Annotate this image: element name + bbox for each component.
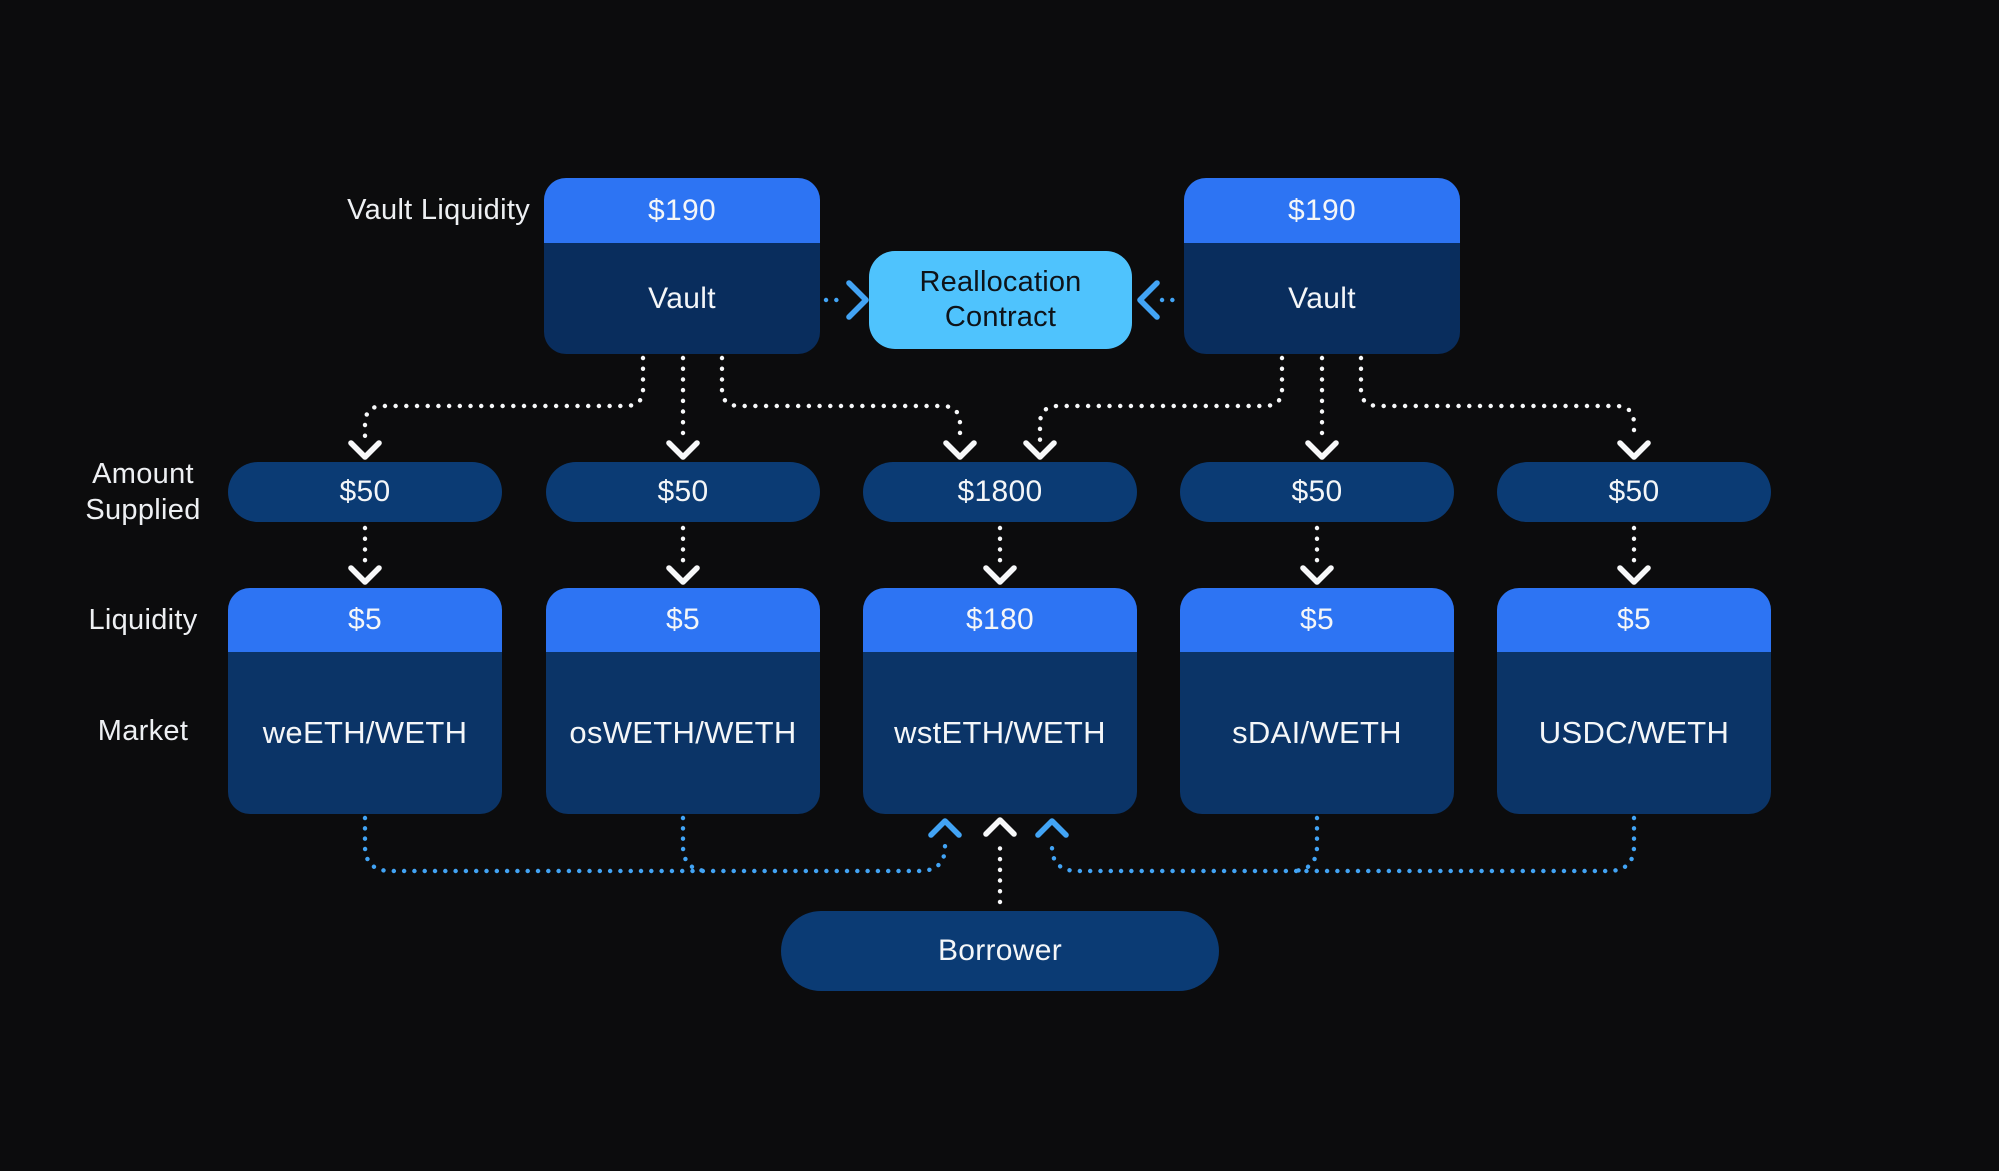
market-name: osWETH/WETH: [546, 652, 820, 814]
arrow-down-icon: [1305, 440, 1339, 460]
arrow-down-icon: [666, 565, 700, 585]
market-name: weETH/WETH: [228, 652, 502, 814]
vault-left-liquidity-value: $190: [544, 178, 820, 243]
arrow-down-icon: [983, 565, 1017, 585]
right-vault-to-amount3-line: [1037, 355, 1285, 443]
market-liquidity-value: $5: [228, 588, 502, 652]
label-liquidity: Liquidity: [88, 604, 198, 636]
arrow-down-icon: [348, 440, 382, 460]
amount-supplied-pill-3: $1800: [863, 462, 1137, 522]
amount-supplied-pill-2: $50: [546, 462, 820, 522]
market-name: sDAI/WETH: [1180, 652, 1454, 814]
arrow-down-icon: [1617, 565, 1651, 585]
label-market: Market: [97, 715, 189, 747]
market-liquidity-value: $5: [1180, 588, 1454, 652]
market4-merge-line: [1288, 815, 1320, 874]
market-liquidity-value: $5: [1497, 588, 1771, 652]
arrow-down-icon: [943, 440, 977, 460]
label-vault-liquidity: Vault Liquidity: [347, 194, 530, 226]
market5-to-market3-line: [1049, 815, 1637, 874]
arrow-down-icon: [348, 565, 382, 585]
market-box-osweth-weth: $5 osWETH/WETH: [546, 588, 820, 814]
market1-to-market3-line: [362, 815, 948, 874]
amount-supplied-pill-1: $50: [228, 462, 502, 522]
vault-left-name: Vault: [544, 243, 820, 354]
market-box-weeth-weth: $5 weETH/WETH: [228, 588, 502, 814]
vault-right-liquidity-value: $190: [1184, 178, 1460, 243]
arrow-down-icon: [1617, 440, 1651, 460]
arrow-right-icon: [846, 280, 869, 320]
white-arrowheads: [348, 440, 1651, 837]
arrow-up-icon: [928, 818, 962, 838]
reallocation-contract-box: Reallocation Contract: [869, 251, 1132, 349]
white-dotted-lines: [362, 355, 1637, 905]
vault-right-box: $190 Vault: [1184, 178, 1460, 354]
arrow-down-icon: [1023, 440, 1057, 460]
market-liquidity-value: $5: [546, 588, 820, 652]
arrow-left-icon: [1137, 280, 1160, 320]
market2-merge-line: [680, 815, 712, 874]
arrow-down-icon: [666, 440, 700, 460]
left-vault-to-amount1-line: [362, 355, 646, 443]
blue-arrowheads: [846, 280, 1160, 838]
borrower-pill: Borrower: [781, 911, 1219, 991]
arrow-down-icon: [1300, 565, 1334, 585]
market-box-wsteth-weth: $180 wstETH/WETH: [863, 588, 1137, 814]
right-vault-to-amount5-line: [1358, 355, 1637, 443]
market-name: wstETH/WETH: [863, 652, 1137, 814]
arrow-up-icon: [1035, 818, 1069, 838]
market-box-usdc-weth: $5 USDC/WETH: [1497, 588, 1771, 814]
market-liquidity-value: $180: [863, 588, 1137, 652]
label-amount-supplied: Amount Supplied: [85, 458, 201, 526]
market-box-sdai-weth: $5 sDAI/WETH: [1180, 588, 1454, 814]
market-name: USDC/WETH: [1497, 652, 1771, 814]
vault-right-name: Vault: [1184, 243, 1460, 354]
vault-left-box: $190 Vault: [544, 178, 820, 354]
amount-supplied-pill-4: $50: [1180, 462, 1454, 522]
arrow-up-icon: [983, 817, 1017, 837]
blue-dotted-lines: [362, 297, 1637, 874]
left-vault-to-amount3-line: [719, 355, 963, 443]
amount-supplied-pill-5: $50: [1497, 462, 1771, 522]
